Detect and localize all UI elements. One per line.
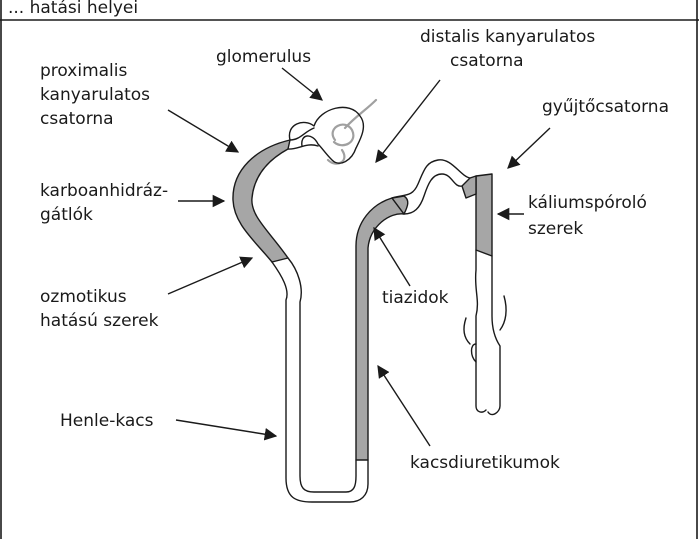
label-proximal-line3: csatorna	[40, 109, 114, 129]
label-proximal-line2: kanyarulatos	[40, 85, 150, 105]
label-distal-line1: distalis kanyarulatos	[420, 27, 595, 47]
label-collecting-duct: gyűjtőcsatorna	[542, 97, 669, 117]
label-kalium-line1: káliumspóroló	[528, 193, 647, 213]
arrow-distal	[376, 80, 440, 162]
label-tiazid: tiazidok	[382, 288, 449, 308]
arrow-osmo	[168, 258, 252, 294]
bowman-capsule	[289, 107, 363, 163]
collecting-duct	[476, 250, 500, 414]
arrow-tiazid	[374, 228, 410, 286]
arrow-loop	[378, 366, 430, 446]
label-proximal-line1: proximalis	[40, 61, 127, 81]
label-glomerulus: glomerulus	[216, 47, 311, 67]
header-title: ... hatási helyei	[8, 0, 138, 18]
label-loop-diuretics: kacsdiuretikumok	[410, 453, 560, 473]
label-osmotic-line2: hatású szerek	[40, 311, 159, 331]
arrow-collecting	[508, 128, 550, 168]
arrow-proximal	[168, 110, 238, 152]
arrow-henle	[176, 420, 276, 436]
descending-limb-outer	[272, 262, 368, 502]
label-carbo-line1: karboanhidráz-	[40, 181, 168, 201]
label-kalium-line2: szerek	[528, 219, 583, 239]
descending-limb-inner	[288, 258, 356, 492]
collecting-duct-top-segment	[462, 176, 476, 198]
label-distal-line2: csatorna	[450, 51, 524, 71]
label-osmotic-line1: ozmotikus	[40, 287, 127, 307]
collecting-duct-segment	[476, 174, 492, 256]
proximal-tubule-segment	[233, 140, 290, 262]
label-carbo-line2: gátlók	[40, 205, 93, 225]
label-henle: Henle-kacs	[60, 411, 154, 431]
arrow-glomerulus	[282, 68, 322, 100]
